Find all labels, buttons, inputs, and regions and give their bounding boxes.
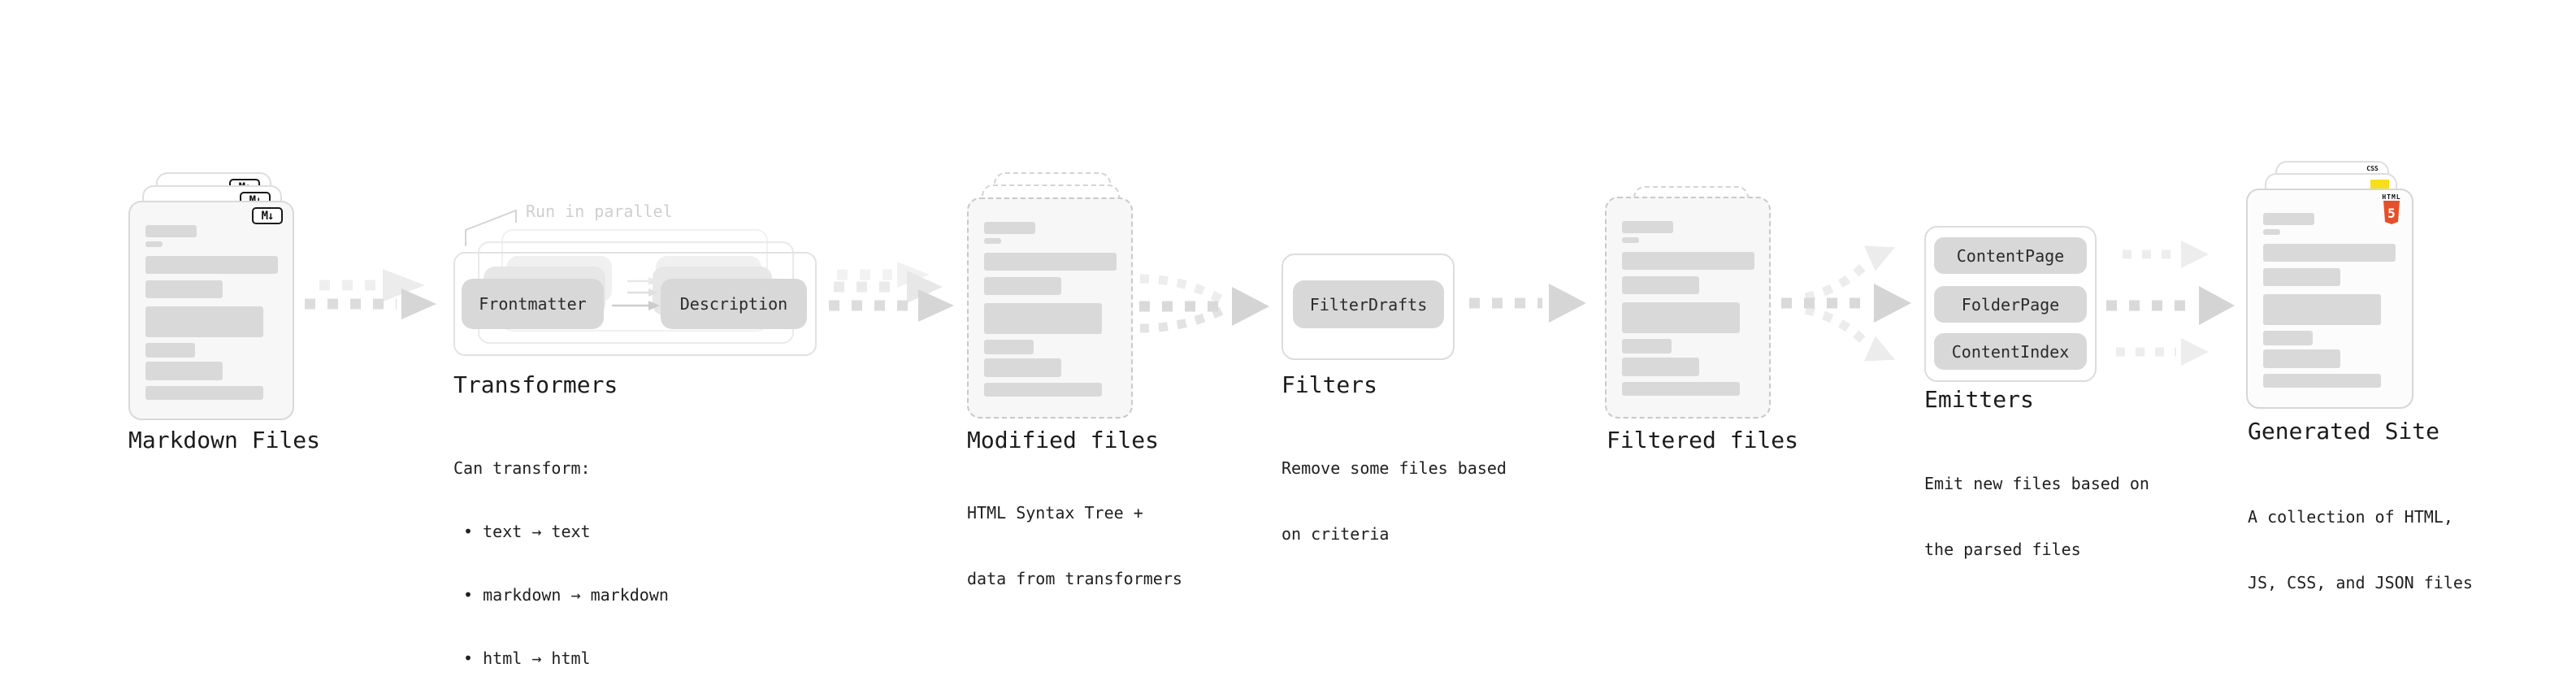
- arrow-markdown-to-transformers: [305, 269, 436, 319]
- emitters-description: Emit new files based on the parsed files: [1924, 429, 2149, 605]
- css-icon-label: CSS: [2366, 165, 2379, 172]
- skeleton-bar: [145, 256, 278, 274]
- arrow-modified-to-filters-merge: [1139, 274, 1269, 333]
- arrow-emitters-to-site: [2106, 241, 2235, 366]
- skeleton-bar: [984, 222, 1035, 234]
- stage-title-modified-files: Modified files: [967, 427, 1160, 453]
- skeleton-bar: [984, 238, 1001, 244]
- arrow-transformers-to-modified: [829, 262, 954, 322]
- skeleton-bar: [1622, 339, 1672, 354]
- description-pill: Description: [661, 279, 807, 329]
- filterdrafts-pill: FilterDrafts: [1293, 280, 1444, 328]
- desc-line: • text → text: [453, 522, 591, 541]
- modified-files-description: HTML Syntax Tree + data from transformer…: [967, 458, 1182, 634]
- arrowhead: [1232, 287, 1269, 326]
- desc-line: data from transformers: [967, 569, 1182, 588]
- skeleton-bar: [145, 362, 223, 380]
- skeleton-bar: [145, 280, 223, 298]
- skeleton-bar: [984, 358, 1061, 377]
- frontmatter-pill: Frontmatter: [462, 279, 604, 329]
- skeleton-bar: [1622, 252, 1754, 270]
- contentindex-pill: ContentIndex: [1934, 333, 2087, 370]
- skeleton-bar: [145, 386, 263, 400]
- stage-title-filters: Filters: [1281, 371, 1378, 398]
- skeleton-bar: [984, 277, 1061, 295]
- html5-shield: 5: [2383, 201, 2400, 224]
- arrow-filters-to-filtered: [1469, 284, 1586, 323]
- stage-title-generated-site: Generated Site: [2248, 418, 2440, 445]
- desc-line: on criteria: [1281, 524, 1390, 544]
- skeleton-bar: [984, 253, 1117, 271]
- generated-site-description: A collection of HTML, JS, CSS, and JSON …: [2248, 462, 2473, 638]
- html5-icon: HTML 5: [2381, 194, 2402, 225]
- arrowhead: [918, 289, 954, 322]
- desc-line: A collection of HTML,: [2248, 507, 2453, 527]
- arrowhead: [1863, 336, 1895, 362]
- skeleton-bar: [2263, 294, 2381, 325]
- html5-shield-number: 5: [2387, 206, 2396, 221]
- skeleton-bar: [145, 241, 163, 247]
- skeleton-bar: [2263, 349, 2340, 368]
- arrowhead: [401, 288, 436, 319]
- skeleton-bar: [145, 225, 197, 237]
- skeleton-bar: [145, 343, 195, 358]
- modified-file-card: [967, 197, 1133, 419]
- html5-icon-label: HTML: [2382, 193, 2401, 201]
- skeleton-bar: [2263, 331, 2313, 345]
- desc-line: • markdown → markdown: [453, 585, 669, 605]
- skeleton-bar: [2263, 229, 2280, 235]
- filtered-file-card: [1605, 197, 1771, 419]
- desc-line: Remove some files based: [1281, 458, 1507, 478]
- skeleton-bar: [2263, 213, 2314, 225]
- skeleton-bar: [2263, 268, 2340, 286]
- arrow-filtered-to-emitters-fanout: [1781, 245, 1911, 362]
- merge-curve-top: [1139, 274, 1226, 305]
- skeleton-bar: [1622, 302, 1740, 333]
- skeleton-bar: [984, 340, 1034, 354]
- merge-curve-bottom: [1139, 306, 1226, 333]
- fanout-curve-bottom: [1804, 305, 1867, 345]
- transformers-description: Can transform: • text → text • markdown …: [453, 415, 669, 681]
- desc-line: HTML Syntax Tree +: [967, 503, 1143, 523]
- transformer-panel-front: [453, 252, 817, 356]
- fanout-curve-top: [1804, 262, 1867, 302]
- arrowhead: [2181, 338, 2209, 366]
- desc-line: • html → html: [453, 648, 591, 668]
- html5-shield-shape: [2383, 201, 2400, 224]
- stage-title-transformers: Transformers: [453, 371, 618, 398]
- skeleton-bar: [145, 306, 263, 337]
- skeleton-bar: [984, 383, 1102, 397]
- arrowhead: [383, 269, 425, 301]
- skeleton-bar: [1622, 276, 1699, 294]
- stage-title-emitters: Emitters: [1924, 386, 2034, 413]
- desc-line: the parsed files: [1924, 540, 2081, 559]
- skeleton-bar: [1622, 358, 1699, 376]
- skeleton-bar: [1622, 237, 1639, 243]
- arrowhead: [897, 262, 930, 288]
- arrowhead: [2181, 241, 2209, 268]
- folderpage-pill: FolderPage: [1934, 286, 2087, 323]
- filters-description: Remove some files based on criteria: [1281, 414, 1507, 589]
- run-in-parallel-annotation: Run in parallel: [526, 202, 673, 221]
- skeleton-bar: [1622, 221, 1673, 233]
- stage-title-markdown-files: Markdown Files: [128, 427, 321, 453]
- arrowhead: [907, 271, 943, 303]
- markdown-file-card: M↓: [128, 201, 294, 420]
- desc-line: JS, CSS, and JSON files: [2248, 573, 2473, 592]
- markdown-icon: M↓: [252, 207, 283, 224]
- contentpage-pill: ContentPage: [1934, 237, 2087, 274]
- skeleton-bar: [2263, 374, 2381, 388]
- arrowhead: [2199, 286, 2235, 325]
- skeleton-bar: [1622, 382, 1740, 396]
- site-card-html: HTML 5: [2246, 189, 2413, 409]
- arrowhead: [1863, 245, 1895, 271]
- arrowhead: [1874, 284, 1911, 323]
- skeleton-bar: [2263, 244, 2396, 262]
- desc-line: Can transform:: [453, 458, 591, 478]
- js-icon: [2370, 180, 2389, 189]
- stage-title-filtered-files: Filtered files: [1607, 427, 1799, 453]
- desc-line: Emit new files based on: [1924, 474, 2149, 493]
- arrowhead: [1549, 284, 1586, 323]
- skeleton-bar: [984, 303, 1102, 334]
